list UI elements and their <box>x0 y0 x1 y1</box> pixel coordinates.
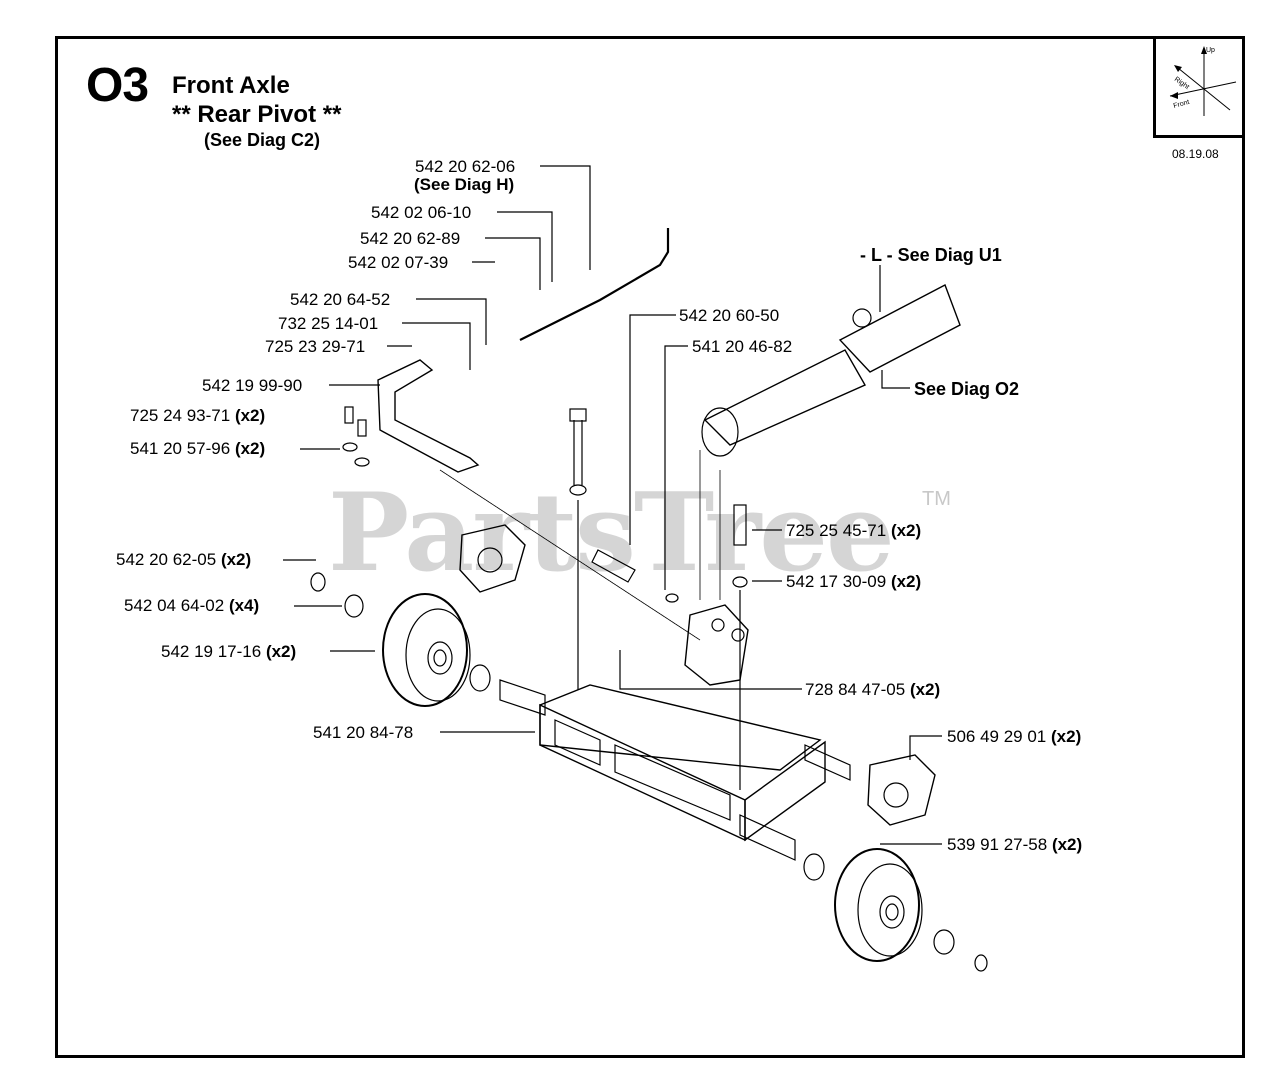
part-label-542-20-60-50[interactable]: 542 20 60-50 <box>679 306 780 325</box>
part-label-542-04-64-02[interactable]: 542 04 64-02 (x4) <box>124 596 260 615</box>
part-label-728-84-47-05[interactable]: 728 84 47-05 (x2) <box>805 680 941 699</box>
see-diagram-h: (See Diag H) <box>414 175 515 194</box>
part-label-541-20-46-82[interactable]: 541 20 46-82 <box>692 337 793 356</box>
diagram-title: Front Axle <box>172 72 290 99</box>
watermark-tm: TM <box>922 488 951 510</box>
part-label-542-02-07-39[interactable]: 542 02 07-39 <box>348 253 449 272</box>
see-diagram-u1[interactable]: - L - See Diag U1 <box>860 245 1002 265</box>
part-label-539-91-27-58[interactable]: 539 91 27-58 (x2) <box>947 835 1083 854</box>
part-label-542-02-06-10[interactable]: 542 02 06-10 <box>371 203 472 222</box>
see-diagram-o2[interactable]: See Diag O2 <box>914 379 1020 399</box>
diagram-code: O3 <box>86 59 149 112</box>
part-label-541-20-57-96[interactable]: 541 20 57-96 (x2) <box>130 439 266 458</box>
part-label-542-19-17-16[interactable]: 542 19 17-16 (x2) <box>161 642 297 661</box>
compass-up-label: Up <box>1206 47 1215 54</box>
see-diagram-c2: (See Diag C2) <box>204 130 321 150</box>
orientation-compass: Up Right Front <box>1153 38 1245 138</box>
part-label-732-25-14-01[interactable]: 732 25 14-01 <box>278 314 379 333</box>
part-label-542-20-62-05[interactable]: 542 20 62-05 (x2) <box>116 550 252 569</box>
diagram-subtitle: ** Rear Pivot ** <box>172 101 342 128</box>
diagram-date: 08.19.08 <box>1172 147 1219 161</box>
part-label-542-20-62-06[interactable]: 542 20 62-06 <box>415 157 516 176</box>
watermark: PartsTree <box>328 470 895 596</box>
part-label-725-23-29-71[interactable]: 725 23 29-71 <box>265 337 366 356</box>
diagram-frame <box>55 36 1245 1058</box>
part-label-542-17-30-09[interactable]: 542 17 30-09 (x2) <box>786 572 922 591</box>
part-label-725-24-93-71[interactable]: 725 24 93-71 (x2) <box>130 406 266 425</box>
part-label-725-25-45-71[interactable]: 725 25 45-71 (x2) <box>786 521 922 540</box>
part-label-506-49-29-01[interactable]: 506 49 29 01 (x2) <box>947 727 1082 746</box>
part-label-541-20-84-78[interactable]: 541 20 84-78 <box>313 723 414 742</box>
part-label-542-20-64-52[interactable]: 542 20 64-52 <box>290 290 391 309</box>
part-label-542-20-62-89[interactable]: 542 20 62-89 <box>360 229 461 248</box>
part-label-542-19-99-90[interactable]: 542 19 99-90 <box>202 376 303 395</box>
compass-front-label: Front <box>1173 99 1191 110</box>
